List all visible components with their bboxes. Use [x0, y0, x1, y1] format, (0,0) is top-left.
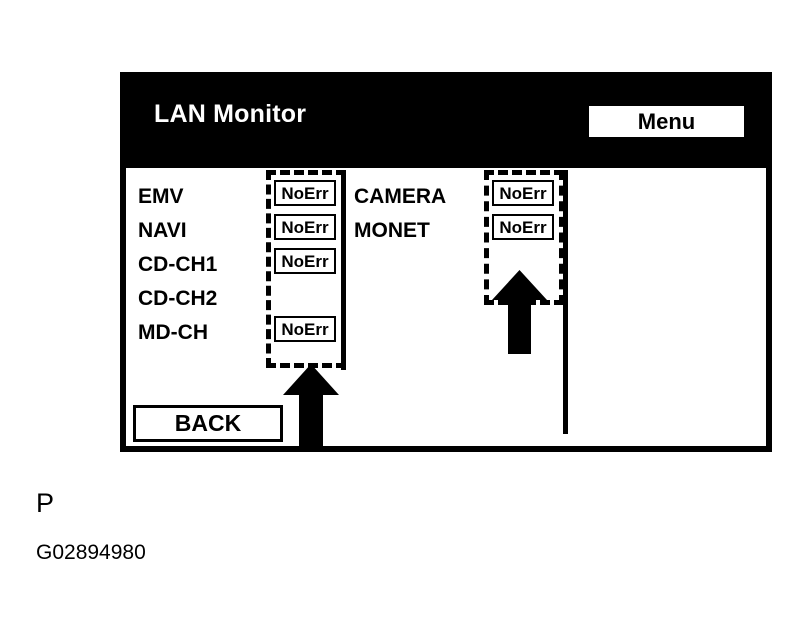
- status-chip-navi-label: NoErr: [281, 217, 329, 237]
- row-label-cd-ch2: CD-CH2: [138, 287, 218, 310]
- page-title: LAN Monitor: [154, 100, 307, 128]
- caption-letter: P: [36, 488, 55, 518]
- menu-button[interactable]: Menu: [589, 106, 744, 137]
- status-chip-md-ch[interactable]: NoErr: [274, 316, 336, 342]
- back-button-label: BACK: [174, 410, 242, 436]
- status-chip-camera-label: NoErr: [499, 183, 547, 203]
- menu-button-label: Menu: [637, 108, 696, 134]
- up-arrow-icon: [492, 270, 547, 354]
- back-button[interactable]: BACK: [133, 405, 283, 442]
- status-chip-cd-ch1[interactable]: NoErr: [274, 248, 336, 274]
- status-chip-cd-ch1-label: NoErr: [281, 251, 329, 271]
- row-label-md-ch: MD-CH: [138, 321, 208, 344]
- title-bar: LAN Monitor Menu: [126, 78, 766, 168]
- row-label-cd-ch1: CD-CH1: [138, 253, 218, 276]
- figure-caption: P G02894980: [36, 488, 436, 564]
- status-chip-emv[interactable]: NoErr: [274, 180, 336, 206]
- status-chip-monet[interactable]: NoErr: [492, 214, 554, 240]
- row-label-camera: CAMERA: [354, 185, 447, 208]
- status-chip-monet-label: NoErr: [499, 217, 547, 237]
- up-arrow-icon: [283, 364, 339, 450]
- status-chip-camera[interactable]: NoErr: [492, 180, 554, 206]
- status-chip-navi[interactable]: NoErr: [274, 214, 336, 240]
- column-divider-left: [341, 170, 346, 370]
- status-chip-md-ch-label: NoErr: [281, 319, 329, 339]
- status-chip-emv-label: NoErr: [281, 183, 329, 203]
- row-label-monet: MONET: [354, 219, 430, 242]
- row-label-emv: EMV: [138, 185, 184, 208]
- caption-code: G02894980: [36, 541, 146, 564]
- column-divider-right: [563, 170, 568, 434]
- content-area: EMV NAVI CD-CH1 CD-CH2 MD-CH NoErr NoErr…: [126, 168, 766, 450]
- row-label-navi: NAVI: [138, 219, 187, 242]
- lan-monitor-screen-panel: LAN Monitor Menu EMV NAVI CD-CH1 CD-CH2 …: [120, 72, 772, 452]
